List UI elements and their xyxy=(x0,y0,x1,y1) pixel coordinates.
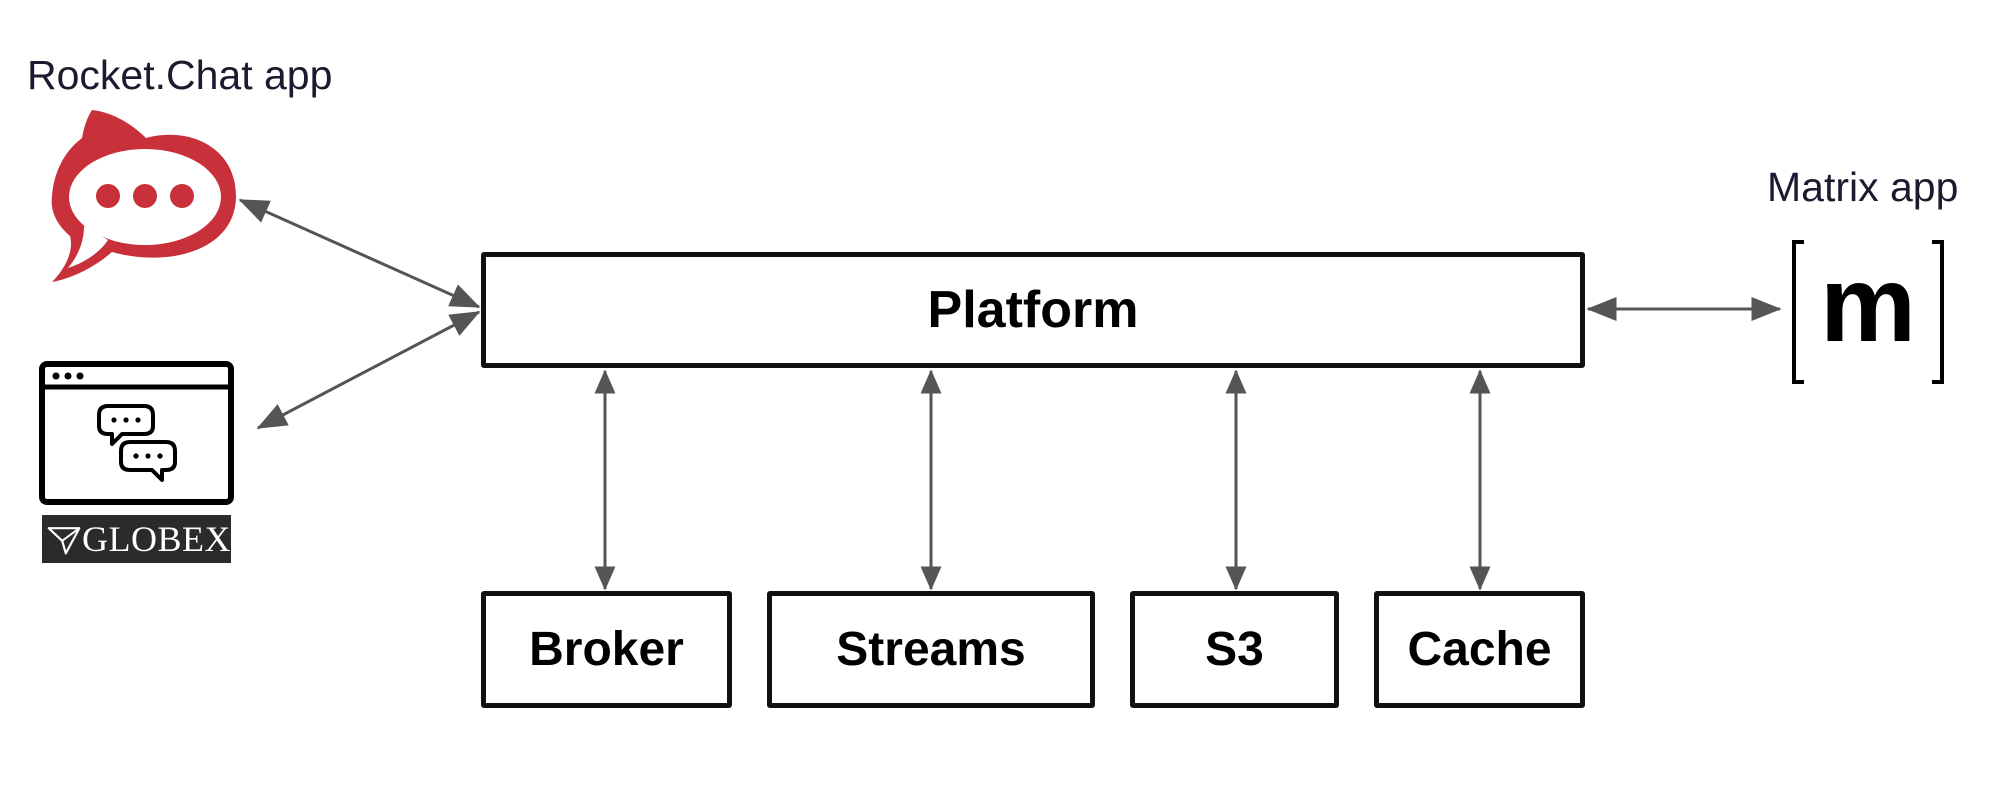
paper-plane-icon xyxy=(47,527,81,555)
s3-box: S3 xyxy=(1130,591,1339,708)
globex-name: GLOBEX xyxy=(82,519,231,559)
cache-box: Cache xyxy=(1374,591,1585,708)
broker-label: Broker xyxy=(529,623,684,676)
chat-window-icon xyxy=(39,361,234,505)
cache-label: Cache xyxy=(1407,623,1552,676)
arrow-globex-platform xyxy=(256,310,481,430)
platform-label: Platform xyxy=(927,281,1139,339)
streams-box: Streams xyxy=(767,591,1095,708)
rocketchat-logo-icon xyxy=(51,110,236,282)
matrix-logo-icon: m xyxy=(1790,238,1946,386)
broker-box: Broker xyxy=(481,591,732,708)
matrix-logo-letter: m xyxy=(1819,243,1917,364)
s3-label: S3 xyxy=(1205,623,1264,676)
globex-badge: GLOBEX xyxy=(42,515,231,563)
rocketchat-app-label: Rocket.Chat app xyxy=(27,52,333,98)
matrix-app-label: Matrix app xyxy=(1767,164,1959,210)
streams-label: Streams xyxy=(836,623,1026,676)
arrow-rocketchat-platform xyxy=(238,198,481,309)
platform-box: Platform xyxy=(481,252,1585,368)
